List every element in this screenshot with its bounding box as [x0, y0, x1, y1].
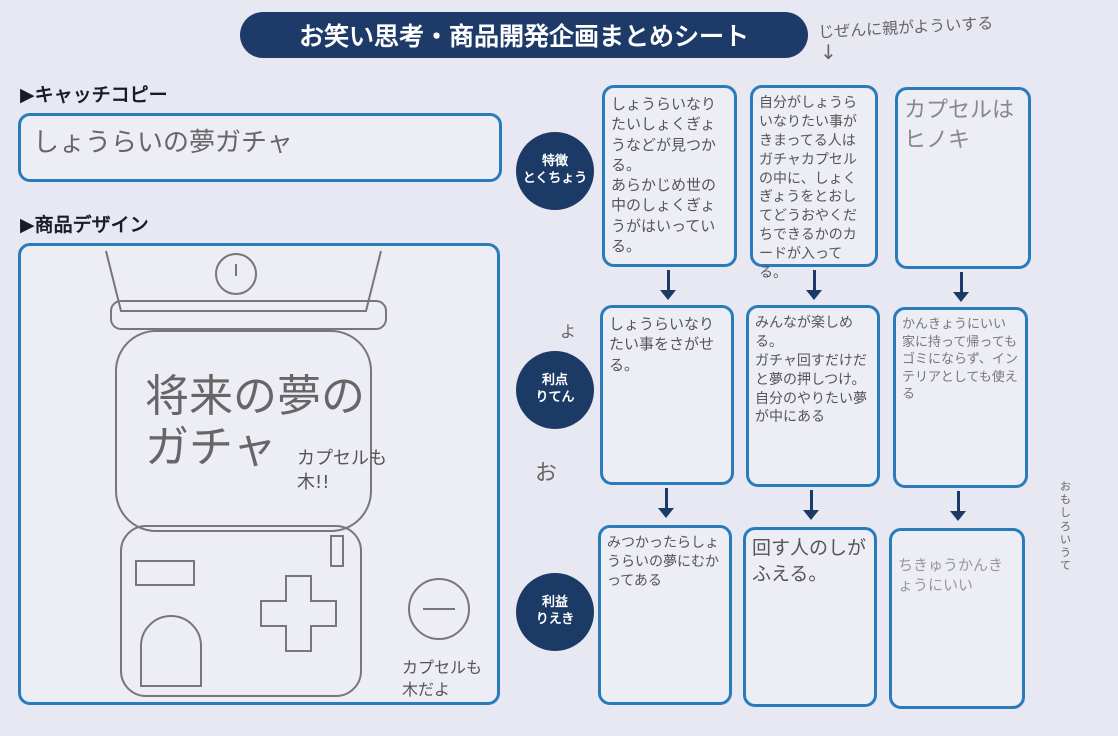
- cell-text: 自分がしょうらいなりたい事がきまってる人はガチャカプセルの中に、しょくぎょうをと…: [759, 95, 857, 282]
- cell-features-1: しょうらいなりたいしょくぎょうなどが見つかる。 あらかじめ世の中のしょくぎょうが…: [602, 85, 737, 267]
- design-box: 将来の夢のガチャ カプセルも木!! カプセルも木だよ: [18, 243, 500, 705]
- drawing-text-main: 将来の夢のガチャ: [145, 371, 365, 473]
- row-reading: りてん: [535, 390, 575, 405]
- arrow-down-icon: [803, 490, 819, 520]
- cell-text: みんなが楽しめる。 ガチャ回すだけだと夢の押しつけ。自分のやりたい夢が中にある: [755, 315, 867, 426]
- catchcopy-value: しょうらいの夢ガチャ: [33, 128, 293, 158]
- margin-note: おもしろいうて: [1060, 480, 1071, 573]
- design-label: ▶商品デザイン: [20, 214, 149, 236]
- margin-note: よ: [560, 322, 577, 341]
- row-label-profit: 利益りえき: [516, 573, 594, 651]
- cell-advantages-3: かんきょうにいい 家に持って帰ってもゴミにならず、インテリアとしても使える: [893, 307, 1028, 488]
- arrow-down-icon: [950, 491, 966, 521]
- cell-text: しょうらいなりたいしょくぎょうなどが見つかる。 あらかじめ世の中のしょくぎょうが…: [611, 95, 717, 255]
- top-note: じぜんに親がよういする: [817, 13, 994, 42]
- arrow-down-icon: [806, 270, 822, 300]
- cell-features-3: カプセルはヒノキ: [895, 87, 1031, 269]
- arrow-down-icon: [953, 272, 969, 302]
- cell-text: みつかったらしょうらいの夢にむかってある: [607, 535, 719, 589]
- cell-profit-3: ちきゅうかんきょうにいい: [889, 528, 1025, 709]
- row-label: 利点: [541, 373, 568, 389]
- row-label: 利益: [541, 595, 568, 611]
- drawing-caption: カプセルも木だよ: [402, 658, 483, 699]
- row-reading: とくちょう: [522, 171, 588, 186]
- row-label-features: 特徴とくちょう: [516, 132, 594, 210]
- cell-advantages-1: しょうらいなりたい事をさがせる。: [600, 305, 734, 485]
- row-label: 特徴: [541, 154, 568, 170]
- cell-profit-2: 回す人のしがふえる。: [743, 527, 877, 707]
- gacha-drawing: [105, 250, 470, 697]
- drawing-text-side: カプセルも木!!: [297, 448, 387, 494]
- row-reading: りえき: [535, 612, 575, 627]
- cell-text: 回す人のしがふえる。: [752, 537, 867, 585]
- catchcopy-box: しょうらいの夢ガチャ: [18, 113, 502, 182]
- arrow-down-icon: [660, 270, 676, 300]
- cell-features-2: 自分がしょうらいなりたい事がきまってる人はガチャカプセルの中に、しょくぎょうをと…: [750, 85, 878, 281]
- margin-note: お: [535, 461, 558, 486]
- cell-text: ちきゅうかんきょうにいい: [898, 556, 1004, 595]
- catchcopy-label: ▶キャッチコピー: [20, 84, 168, 106]
- page-title: お笑い思考・商品開発企画まとめシート: [240, 12, 808, 58]
- cell-text: しょうらいなりたい事をさがせる。: [609, 315, 715, 374]
- row-label-advantages: 利点りてん: [516, 351, 594, 429]
- cell-profit-1: みつかったらしょうらいの夢にむかってある: [598, 525, 732, 705]
- arrow-down-icon: [658, 488, 674, 518]
- cell-text: カプセルはヒノキ: [904, 98, 1015, 153]
- cell-text: かんきょうにいい 家に持って帰ってもゴミにならず、インテリアとしても使える: [902, 317, 1018, 403]
- cell-advantages-2: みんなが楽しめる。 ガチャ回すだけだと夢の押しつけ。自分のやりたい夢が中にある: [746, 305, 880, 487]
- arrow-down-icon: ↓: [820, 40, 837, 64]
